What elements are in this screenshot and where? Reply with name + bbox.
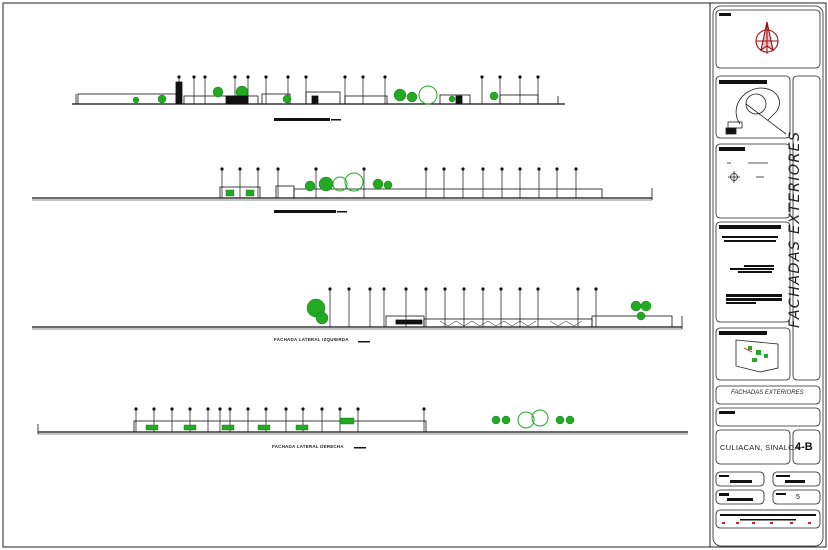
legend-symbols [727, 162, 768, 183]
location-sketch-icon [725, 87, 787, 135]
elevation-2 [32, 167, 653, 213]
elevation-4-caption: FACHADA LATERAL DERECHA [272, 444, 344, 449]
vertical-title: FACHADAS EXTERIORES [787, 130, 803, 328]
sheet-code: 4-B [795, 441, 813, 453]
key-plan-icon [735, 339, 779, 373]
sheet-title: FACHADAS EXTERIORES [731, 390, 804, 396]
sheet-number: 5 [796, 494, 800, 501]
title-block [712, 5, 824, 547]
elevation-1 [72, 75, 565, 121]
elevation-4 [37, 407, 688, 449]
elevation-3-caption: FACHADA LATERAL IZQUIERDA [274, 337, 349, 342]
location-label: CULIACAN, SINALOA [720, 443, 800, 452]
north-arrow-icon [755, 21, 779, 54]
elevation-3 [32, 287, 683, 343]
